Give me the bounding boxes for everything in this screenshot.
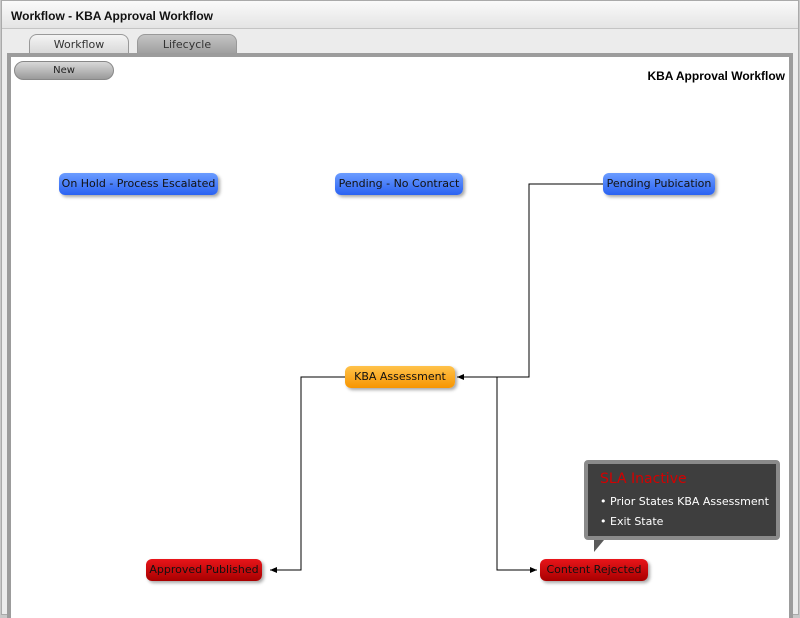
tooltip-item: • Prior States KBA Assessment: [600, 495, 769, 508]
transition-kba-to-approved[interactable]: [270, 376, 345, 573]
state-content-rejected[interactable]: Content Rejected: [540, 559, 648, 581]
state-pending-pubication[interactable]: Pending Pubication: [603, 173, 715, 195]
new-button[interactable]: New: [14, 61, 114, 80]
state-on-hold[interactable]: On Hold - Process Escalated: [59, 173, 218, 195]
state-pending-no-contract[interactable]: Pending - No Contract: [335, 173, 463, 195]
tooltip-title: SLA Inactive: [600, 471, 687, 487]
tooltip-item-text: Exit State: [610, 515, 664, 528]
tooltip-pointer: [594, 540, 604, 552]
state-kba-assessment[interactable]: KBA Assessment: [345, 366, 455, 388]
tab-workflow[interactable]: Workflow: [29, 34, 129, 55]
tab-lifecycle[interactable]: Lifecycle: [137, 34, 237, 55]
sla-tooltip: SLA Inactive • Prior States KBA Assessme…: [584, 460, 780, 552]
transition-pending-to-kba[interactable]: [457, 183, 603, 380]
window-title: Workflow - KBA Approval Workflow: [2, 1, 798, 29]
transition-kba-to-rejected[interactable]: [496, 377, 537, 573]
tooltip-item: • Exit State: [600, 515, 664, 528]
workflow-name: KBA Approval Workflow: [647, 69, 785, 83]
state-approved-published[interactable]: Approved Published: [146, 559, 262, 581]
tooltip-item-text: Prior States KBA Assessment: [610, 495, 769, 508]
